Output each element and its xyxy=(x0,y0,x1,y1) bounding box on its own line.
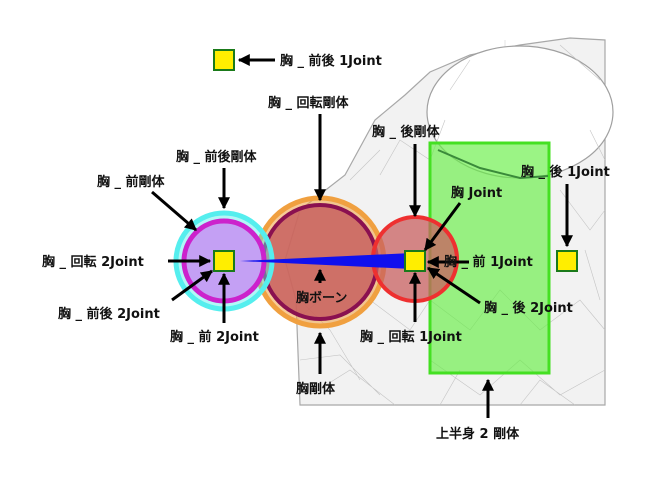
chest-bone xyxy=(240,253,412,269)
label-chest-front-rigid: 胸 _ 前剛体 xyxy=(97,174,166,190)
label-chest-front-back-2joint: 胸 _ 前後 2Joint xyxy=(58,306,160,322)
joint-marker-right xyxy=(556,250,578,272)
label-chest-bone: 胸ボーン xyxy=(296,290,347,306)
label-chest-joint: 胸 Joint xyxy=(451,185,502,201)
label-chest-back-1joint: 胸 _ 後 1Joint xyxy=(521,164,610,180)
label-chest-front-1joint: 胸 _ 前 1Joint xyxy=(444,254,533,270)
arrows xyxy=(151,54,573,418)
label-chest-back-rigid: 胸 _ 後剛体 xyxy=(372,124,441,140)
joint-marker-center xyxy=(404,250,426,272)
label-chest-rotation-rigid: 胸 _ 回転剛体 xyxy=(268,95,350,111)
label-chest-front-back-rigid: 胸 _ 前後剛体 xyxy=(176,149,258,165)
label-chest-back-2joint: 胸 _ 後 2Joint xyxy=(484,300,573,316)
joint-marker-legend xyxy=(213,49,235,71)
label-chest-front-2joint: 胸 _ 前 2Joint xyxy=(170,329,259,345)
labels: 胸 _ 前後 1Joint 胸 _ 回転剛体 胸 _ 後剛体 胸 _ 前後剛体 … xyxy=(42,53,610,442)
label-chest-rotation-1joint: 胸 _ 回転 1Joint xyxy=(360,329,462,345)
label-chest-front-back-1joint: 胸 _ 前後 1Joint xyxy=(280,53,382,69)
joint-marker-left xyxy=(213,250,235,272)
label-chest-rigid: 胸剛体 xyxy=(296,381,336,397)
label-upper-body-2-rigid: 上半身 2 剛体 xyxy=(436,426,520,442)
label-chest-rotation-2joint: 胸 _ 回転 2Joint xyxy=(42,254,144,270)
